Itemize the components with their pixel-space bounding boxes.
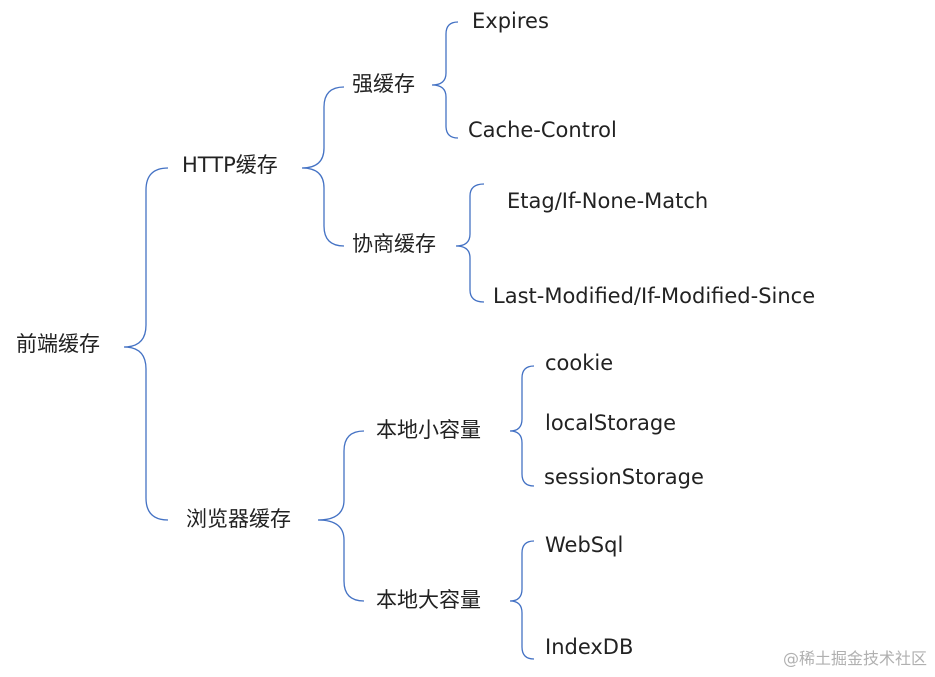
node-localstorage: localStorage [545, 411, 677, 435]
bracket-small [509, 365, 535, 487]
node-indexdb: IndexDB [545, 635, 634, 659]
node-sessionstorage: sessionStorage [544, 465, 704, 489]
node-cookie: cookie [545, 351, 614, 375]
node-browser-cache: 浏览器缓存 [186, 507, 291, 531]
node-cache-control: Cache-Control [468, 118, 617, 142]
node-strong-cache: 强缓存 [352, 72, 415, 96]
bracket-browser [317, 430, 365, 602]
node-small-storage: 本地小容量 [376, 418, 481, 442]
node-negotiate-cache: 协商缓存 [352, 232, 436, 256]
node-http-cache: HTTP缓存 [182, 153, 278, 177]
bracket-root [123, 167, 169, 521]
node-root: 前端缓存 [16, 332, 100, 356]
node-large-storage: 本地大容量 [376, 588, 481, 612]
node-websql: WebSql [545, 533, 624, 557]
bracket-http [301, 86, 345, 247]
bracket-large [509, 540, 535, 660]
watermark: @稀土掘金技术社区 [782, 649, 927, 668]
node-etag: Etag/If-None-Match [507, 189, 709, 213]
bracket-strong [431, 21, 459, 139]
node-expires: Expires [472, 9, 549, 33]
bracket-negotiate [455, 183, 485, 303]
node-last-modified: Last-Modified/If-Modified-Since [493, 284, 816, 308]
